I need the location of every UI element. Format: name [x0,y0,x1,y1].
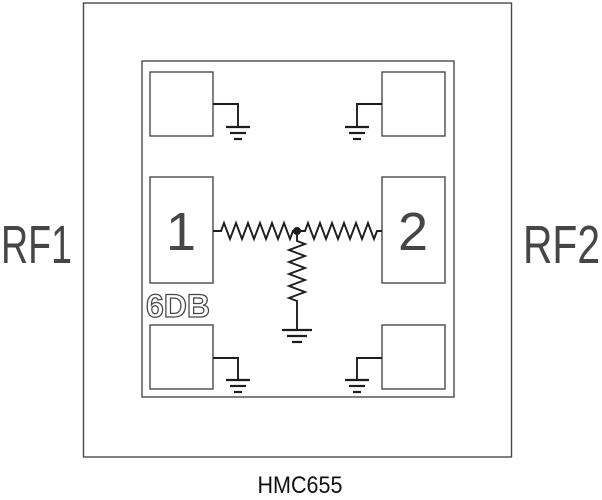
port1-label: 1 [166,202,196,262]
rf2-label: RF2 [523,215,600,275]
package-outline [82,2,513,458]
port2-pad [381,176,446,284]
ground-pad-top-left [149,71,214,137]
ground-symbol-top-left-icon [213,103,250,141]
ground-pad-bottom-right [381,324,446,390]
port2-label: 2 [398,202,428,262]
ground-symbol-top-right-icon [345,103,382,141]
part-number-caption: HMC655 [258,472,343,499]
junction-dot [293,227,301,235]
series-resistor-right [297,220,382,242]
ground-symbol-shunt-icon [282,328,312,344]
rf1-label: RF1 [1,215,72,275]
ground-symbol-bottom-right-icon [345,357,382,394]
shunt-resistor [286,231,308,329]
ground-pad-bottom-left [149,324,214,390]
ground-symbol-bottom-left-icon [213,357,250,394]
attenuation-label: 6DB [146,288,210,324]
port1-pad [149,176,214,284]
series-resistor-left [213,220,297,242]
die-outline [141,60,455,398]
ground-pad-top-right [381,71,446,137]
